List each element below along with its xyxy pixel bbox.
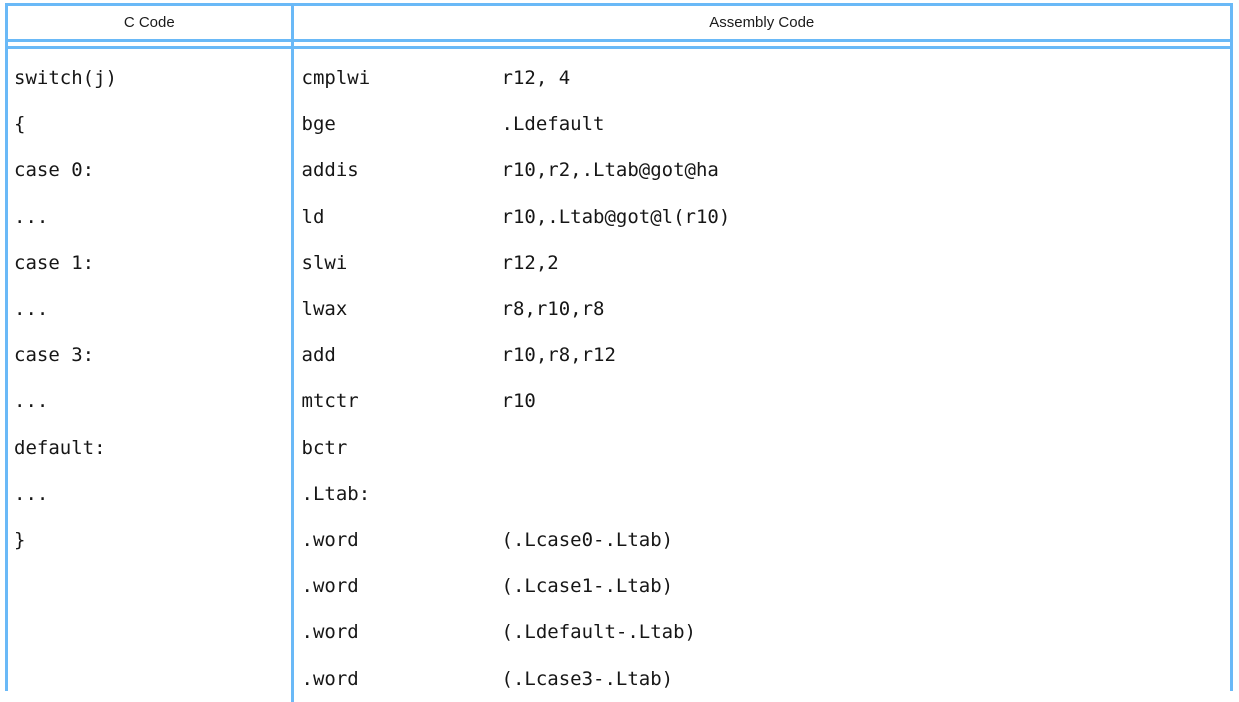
assembly-operand: (.Lcase1-.Ltab) bbox=[501, 575, 674, 598]
c-code-line: ... bbox=[14, 298, 49, 321]
assembly-code-line: mtctr r10 bbox=[294, 378, 1231, 424]
c-code-line: ... bbox=[14, 390, 49, 413]
assembly-operand: .Ldefault bbox=[501, 113, 605, 136]
assembly-code-line: bctr bbox=[294, 425, 1231, 471]
assembly-mnemonic: addis bbox=[301, 159, 359, 182]
c-code-block: switch(j) { case 0:... case 1:... case 3:...… bbox=[8, 49, 291, 563]
assembly-operand: (.Lcase3-.Ltab) bbox=[501, 667, 674, 690]
assembly-code-line: lwax r8,r10,r8 bbox=[294, 286, 1231, 332]
table-body: switch(j) { case 0:... case 1:... case 3:...… bbox=[8, 47, 1231, 702]
assembly-code-line: .Ltab: bbox=[294, 471, 1231, 517]
c-code-line: case 0: bbox=[14, 159, 95, 182]
assembly-operand: r12,2 bbox=[501, 251, 559, 274]
assembly-code-line: .word (.Ldefault-.Ltab) bbox=[294, 609, 1231, 655]
c-code-line: } bbox=[14, 529, 26, 552]
assembly-code-cell: cmplwi r12, 4 bge .Ldefault addis r10,r2,.Lta… bbox=[292, 47, 1231, 702]
assembly-code-line: .word (.Lcase0-.Ltab) bbox=[294, 517, 1231, 563]
double-rule-left bbox=[8, 40, 294, 49]
header-row: C Code Assembly Code bbox=[8, 6, 1230, 41]
assembly-code-line: slwi r12,2 bbox=[294, 240, 1231, 286]
assembly-operand: r10 bbox=[501, 390, 536, 413]
c-code-line: { bbox=[14, 113, 26, 136]
assembly-mnemonic: .word bbox=[301, 667, 359, 690]
assembly-mnemonic: bctr bbox=[301, 436, 348, 459]
c-code-line: switch(j) bbox=[14, 67, 117, 89]
table-row: switch(j) { case 0:... case 1:... case 3:...… bbox=[8, 47, 1231, 702]
two-column-code-table: C Code Assembly Code switch(j) { case 0:..… bbox=[8, 6, 1230, 702]
assembly-operand: r10,r2,.Ltab@got@ha bbox=[501, 159, 719, 182]
assembly-code-line: cmplwi r12, 4 bbox=[294, 55, 1231, 101]
column-header-c-code: C Code bbox=[8, 6, 294, 41]
assembly-operand: r8,r10,r8 bbox=[501, 298, 605, 321]
assembly-mnemonic: bge bbox=[301, 113, 336, 136]
double-rule-right bbox=[292, 40, 1230, 49]
assembly-code-line: bge .Ldefault bbox=[294, 101, 1231, 147]
assembly-operand: r10,r8,r12 bbox=[501, 344, 616, 367]
code-comparison-table: C Code Assembly Code switch(j) { case 0:..… bbox=[5, 3, 1233, 702]
assembly-code-line: add r10,r8,r12 bbox=[294, 332, 1231, 378]
assembly-mnemonic: ld bbox=[301, 205, 325, 228]
c-code-line: default: bbox=[14, 436, 106, 459]
assembly-operand: (.Lcase0-.Ltab) bbox=[501, 529, 674, 552]
assembly-code-line: .word (.Lcase3-.Ltab) bbox=[294, 656, 1231, 702]
assembly-code-line: .word (.Lcase1-.Ltab) bbox=[294, 563, 1231, 609]
assembly-mnemonic: .word bbox=[301, 621, 359, 644]
assembly-mnemonic: mtctr bbox=[301, 390, 359, 413]
table-header: C Code Assembly Code bbox=[8, 6, 1230, 49]
header-double-rule bbox=[8, 40, 1230, 49]
c-code-cell: switch(j) { case 0:... case 1:... case 3:...… bbox=[8, 47, 294, 702]
assembly-mnemonic: .Ltab: bbox=[301, 482, 371, 505]
assembly-operand: r12, 4 bbox=[501, 67, 571, 89]
assembly-code-line: addis r10,r2,.Ltab@got@ha bbox=[294, 147, 1231, 193]
c-code-line: ... bbox=[14, 482, 49, 505]
assembly-mnemonic: .word bbox=[301, 575, 359, 598]
c-code-line: case 1: bbox=[14, 251, 95, 274]
assembly-mnemonic: .word bbox=[301, 529, 359, 552]
c-code-line: case 3: bbox=[14, 344, 95, 367]
c-code-line: ... bbox=[14, 205, 49, 228]
assembly-mnemonic: add bbox=[301, 344, 336, 367]
assembly-mnemonic: cmplwi bbox=[301, 67, 371, 89]
assembly-operand: r10,.Ltab@got@l(r10) bbox=[501, 205, 731, 228]
assembly-code-block: cmplwi r12, 4 bge .Ldefault addis r10,r2,.Lta… bbox=[294, 49, 1231, 702]
assembly-operand: (.Ldefault-.Ltab) bbox=[501, 621, 696, 644]
assembly-mnemonic: slwi bbox=[301, 251, 348, 274]
assembly-mnemonic: lwax bbox=[301, 298, 348, 321]
column-header-assembly-code: Assembly Code bbox=[292, 6, 1230, 41]
assembly-code-line: ld r10,.Ltab@got@l(r10) bbox=[294, 194, 1231, 240]
